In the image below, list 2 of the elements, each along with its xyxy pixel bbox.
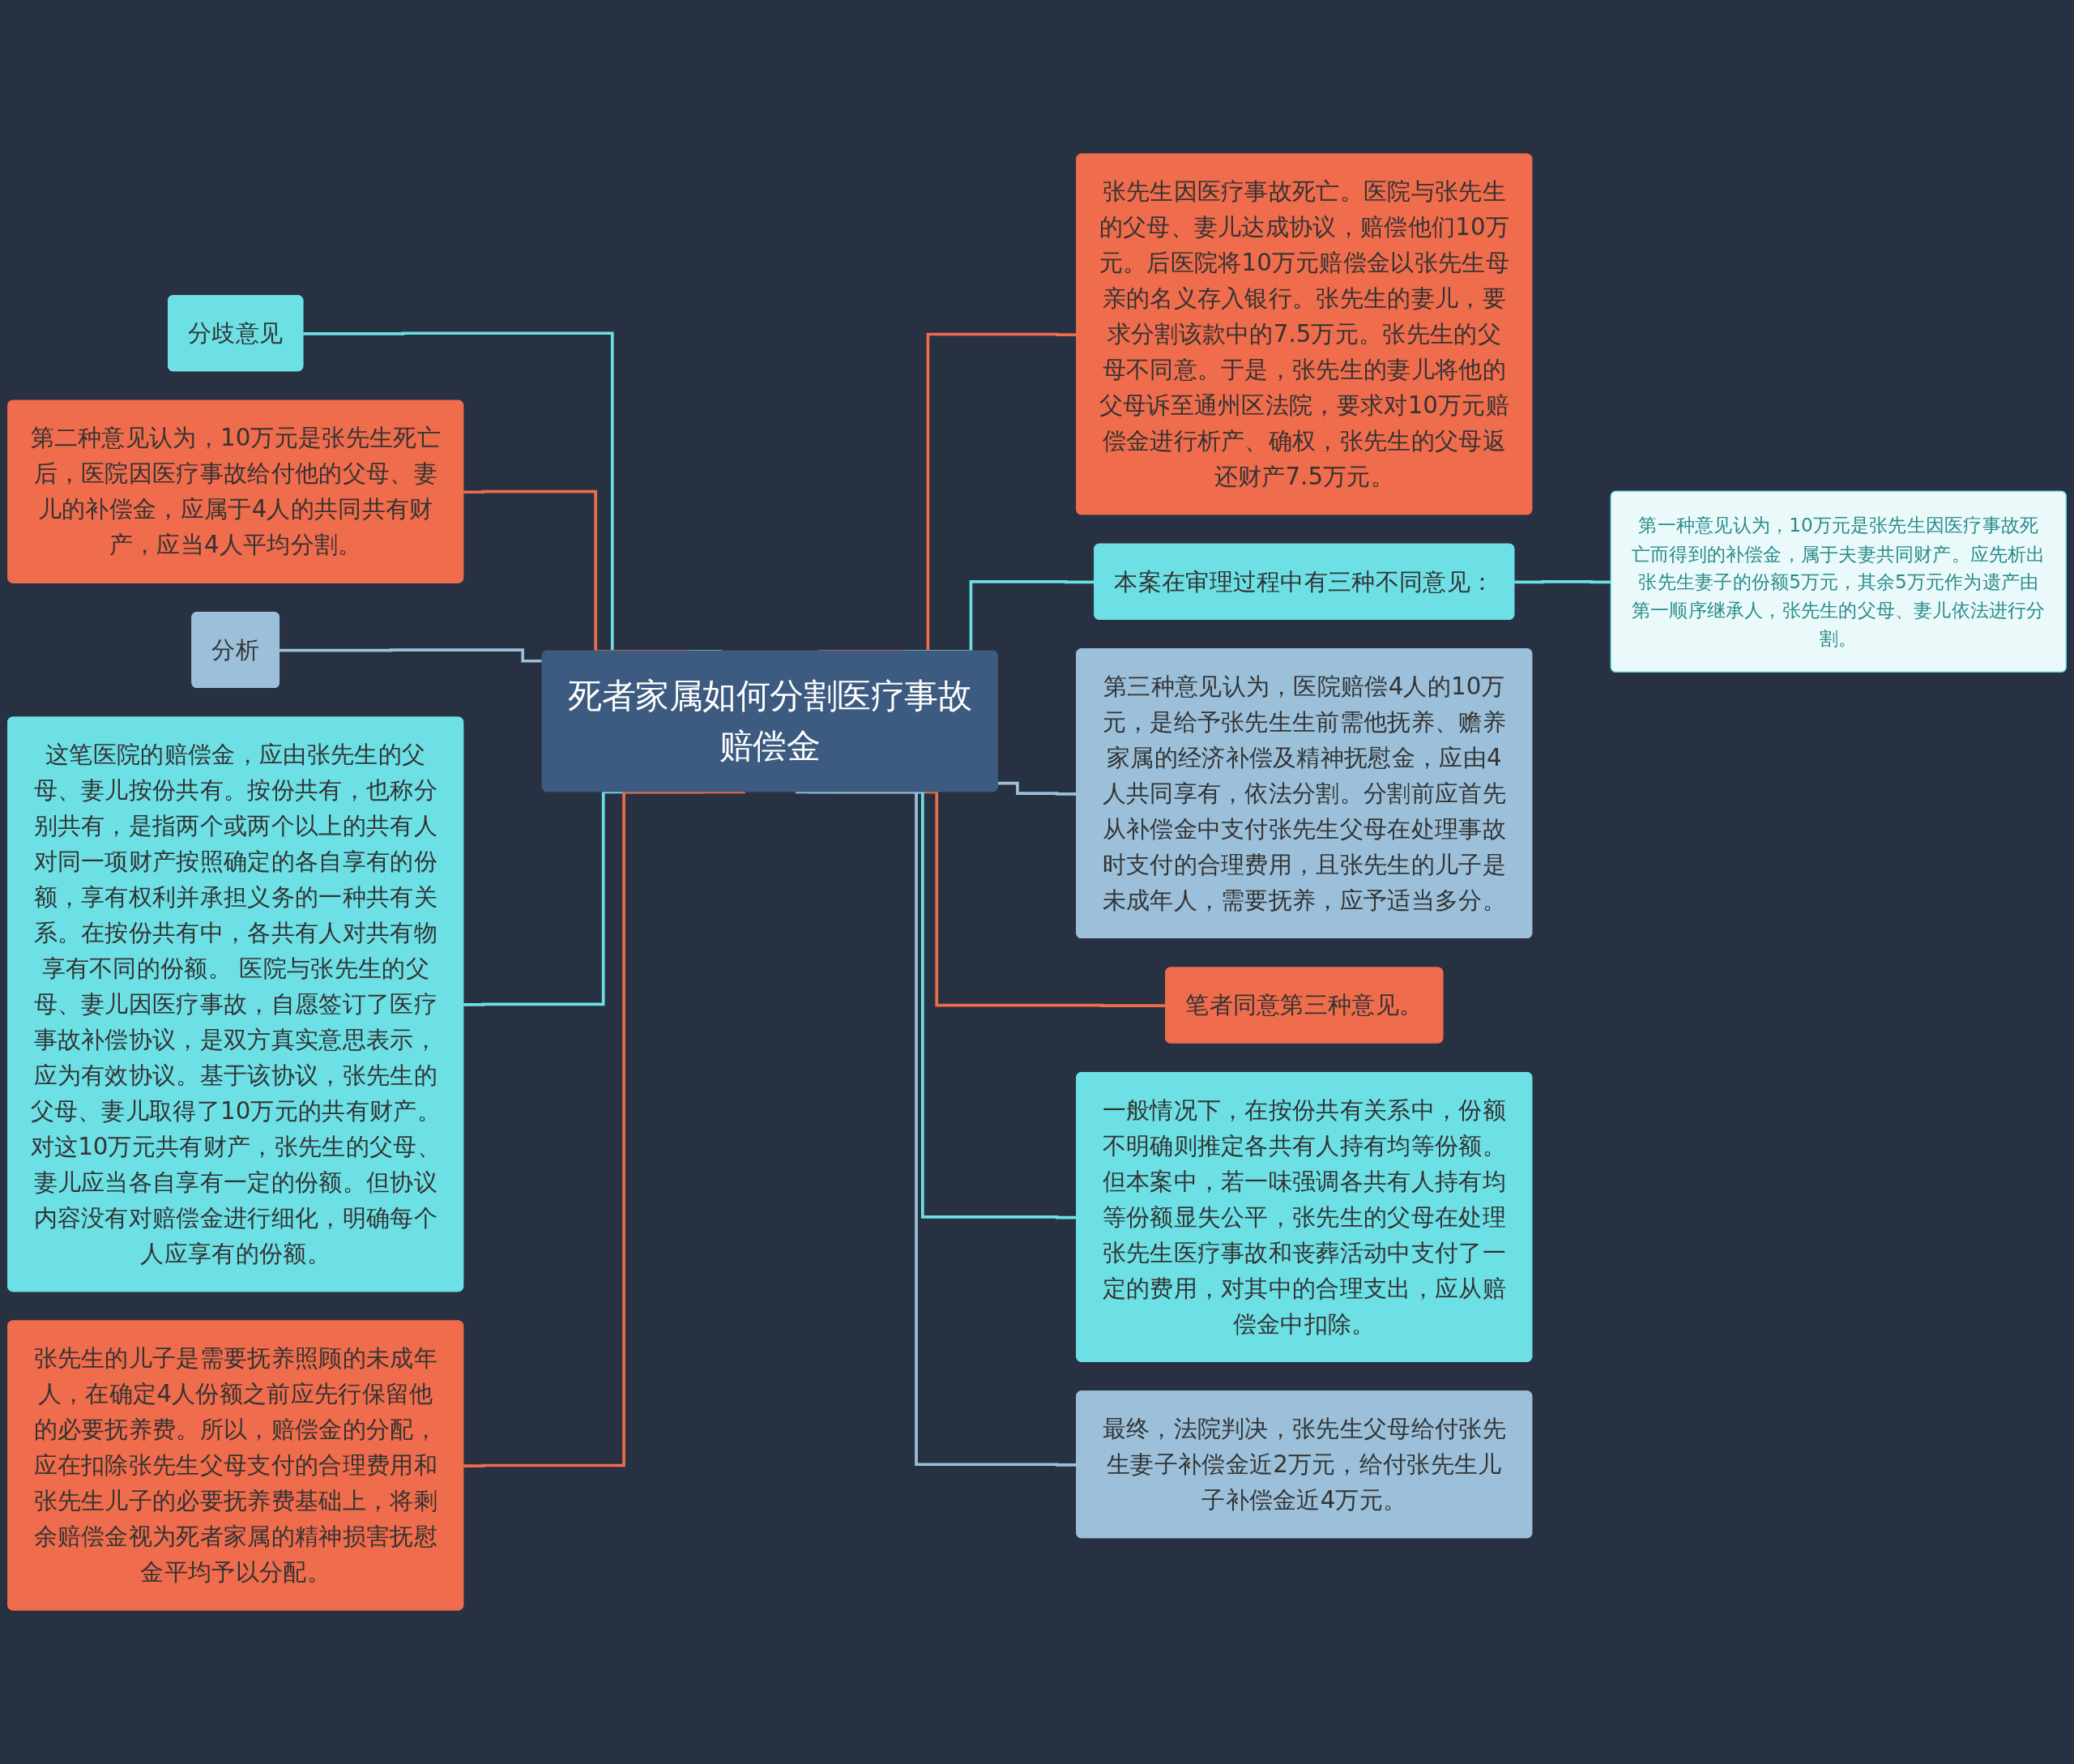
connector (1514, 579, 1611, 584)
connector (280, 648, 543, 663)
